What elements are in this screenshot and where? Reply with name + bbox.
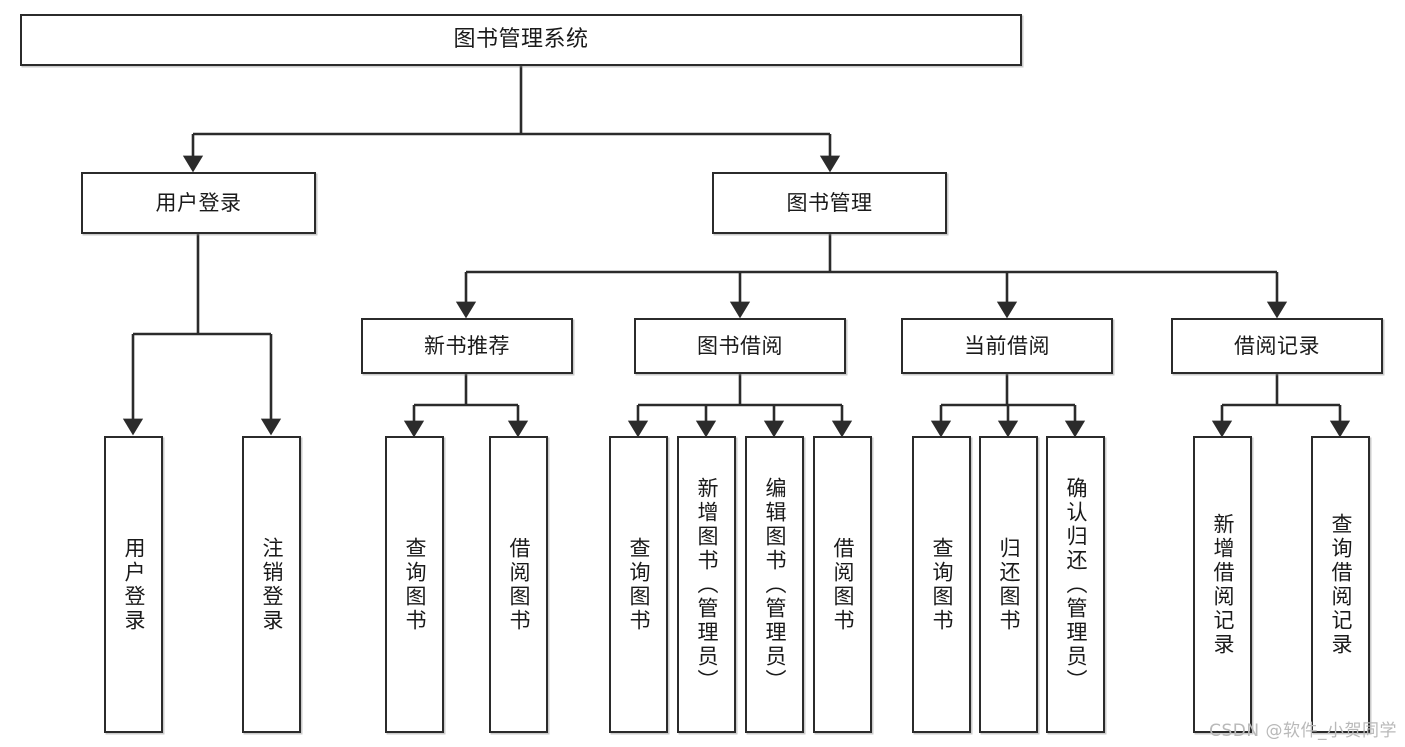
node-label: 用户登录 bbox=[122, 536, 146, 633]
node-leaf-query-book-borrow[interactable]: 查询图书 bbox=[609, 436, 668, 733]
watermark-text: CSDN @软件_小贺同学 bbox=[1209, 721, 1397, 741]
node-label: 确认归还（管理员） bbox=[1064, 476, 1088, 693]
node-book-borrow[interactable]: 图书借阅 bbox=[634, 318, 846, 374]
node-leaf-add-book-admin[interactable]: 新增图书（管理员） bbox=[677, 436, 736, 733]
node-label: 编辑图书（管理员） bbox=[763, 476, 787, 693]
node-label: 借阅记录 bbox=[1234, 333, 1320, 358]
node-label: 图书管理系统 bbox=[453, 27, 589, 53]
node-leaf-user-login[interactable]: 用户登录 bbox=[104, 436, 163, 733]
node-label: 查询图书 bbox=[403, 536, 427, 633]
node-root-book-management-system[interactable]: 图书管理系统 bbox=[20, 14, 1022, 66]
node-leaf-add-borrow-record[interactable]: 新增借阅记录 bbox=[1193, 436, 1252, 733]
node-leaf-query-book-current[interactable]: 查询图书 bbox=[912, 436, 971, 733]
edge-group-book-borrow bbox=[627, 374, 853, 438]
node-leaf-logout[interactable]: 注销登录 bbox=[242, 436, 301, 733]
node-user-login[interactable]: 用户登录 bbox=[81, 172, 316, 234]
node-label: 新增借阅记录 bbox=[1211, 512, 1235, 657]
node-leaf-edit-book-admin[interactable]: 编辑图书（管理员） bbox=[745, 436, 804, 733]
node-leaf-borrow-book[interactable]: 借阅图书 bbox=[813, 436, 872, 733]
node-label: 图书借阅 bbox=[697, 333, 783, 358]
node-label: 查询图书 bbox=[930, 536, 954, 633]
node-label: 注销登录 bbox=[260, 536, 284, 633]
node-current-borrow[interactable]: 当前借阅 bbox=[901, 318, 1113, 374]
node-label: 查询图书 bbox=[627, 536, 651, 633]
node-book-management[interactable]: 图书管理 bbox=[712, 172, 947, 234]
node-label: 新增图书（管理员） bbox=[695, 476, 719, 693]
edge-group-new-book bbox=[403, 374, 529, 438]
node-leaf-borrow-book-recommend[interactable]: 借阅图书 bbox=[489, 436, 548, 733]
node-leaf-query-book-recommend[interactable]: 查询图书 bbox=[385, 436, 444, 733]
node-label: 归还图书 bbox=[997, 536, 1021, 633]
node-borrow-record[interactable]: 借阅记录 bbox=[1171, 318, 1383, 374]
node-label: 当前借阅 bbox=[964, 333, 1050, 358]
node-leaf-return-book[interactable]: 归还图书 bbox=[979, 436, 1038, 733]
node-new-book-recommend[interactable]: 新书推荐 bbox=[361, 318, 573, 374]
edge-group-root bbox=[182, 66, 841, 173]
node-label: 查询借阅记录 bbox=[1329, 512, 1353, 657]
node-leaf-confirm-return-admin[interactable]: 确认归还（管理员） bbox=[1046, 436, 1105, 733]
node-label: 图书管理 bbox=[786, 190, 873, 215]
node-label: 新书推荐 bbox=[424, 333, 510, 358]
edge-group-borrow-record bbox=[1211, 374, 1351, 438]
node-label: 用户登录 bbox=[155, 190, 242, 215]
node-label: 借阅图书 bbox=[831, 536, 855, 633]
edge-group-book-manage bbox=[455, 234, 1288, 319]
node-label: 借阅图书 bbox=[507, 536, 531, 633]
edge-group-user-login bbox=[122, 234, 282, 436]
edge-group-current-borrow bbox=[930, 374, 1086, 438]
node-leaf-query-borrow-record[interactable]: 查询借阅记录 bbox=[1311, 436, 1370, 733]
